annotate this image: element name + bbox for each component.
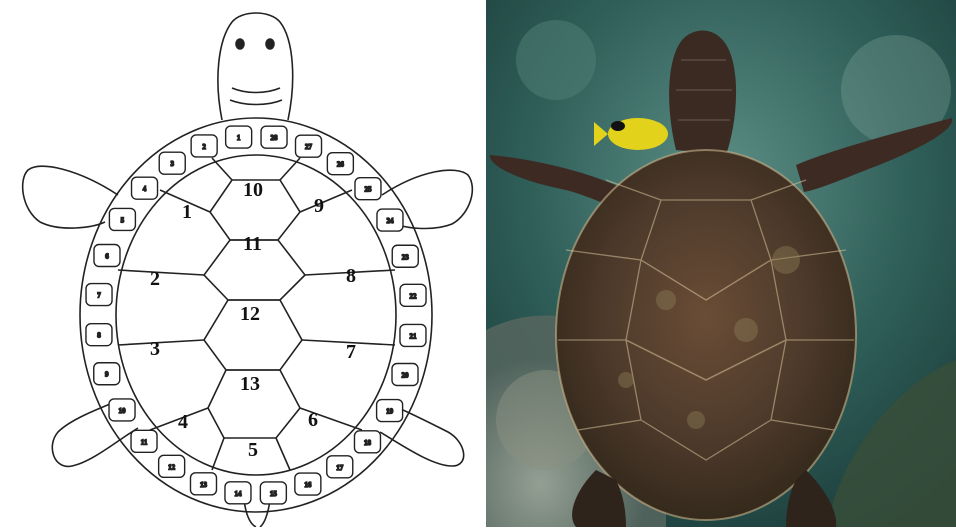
marginal-scute-label: 13 [200, 481, 208, 489]
sea-turtle-photo [486, 0, 956, 527]
marginal-scute-label: 27 [305, 143, 313, 151]
scute-label: 1 [182, 201, 192, 223]
scute-label: 7 [346, 341, 356, 363]
marginal-scute-label: 11 [141, 438, 148, 446]
scute-label: 13 [240, 373, 260, 395]
marginal-scute-label: 19 [386, 408, 394, 416]
marginal-scute: 19 [377, 400, 403, 422]
scute-label: 10 [243, 179, 263, 201]
marginal-scute-label: 26 [337, 161, 345, 169]
marginal-scute: 18 [354, 431, 380, 453]
sea-turtle-illustration [486, 0, 956, 527]
marginal-scute: 17 [327, 456, 353, 478]
marginal-scute: 26 [327, 153, 353, 175]
marginal-scute-label: 6 [105, 253, 109, 261]
marginal-scute: 27 [296, 135, 322, 157]
marginal-scute: 12 [159, 455, 185, 477]
marginal-scute-label: 17 [336, 464, 344, 472]
marginal-scute: 4 [132, 177, 158, 199]
marginal-scute-label: 14 [234, 490, 242, 498]
marginal-scute: 16 [295, 473, 321, 495]
marginal-scute: 6 [94, 245, 120, 267]
marginal-scute-label: 4 [143, 185, 147, 193]
scute-label: 6 [308, 409, 318, 431]
marginal-scute: 5 [109, 208, 135, 230]
marginal-scute: 14 [225, 482, 251, 504]
marginal-scute: 2 [191, 135, 217, 157]
marginal-scute-label: 22 [410, 292, 418, 300]
marginal-scute-label: 16 [304, 481, 312, 489]
marginal-scute: 8 [86, 324, 112, 346]
scute-label: 3 [150, 338, 160, 360]
marginal-scute-label: 25 [364, 186, 372, 194]
scute-label: 5 [248, 439, 258, 461]
marginal-scute-label: 10 [119, 407, 127, 415]
scute-label: 4 [178, 411, 188, 433]
front-left-flipper [23, 166, 118, 228]
marginal-scute-label: 8 [97, 332, 101, 340]
marginal-scute-label: 20 [402, 371, 410, 379]
marginal-scute: 28 [261, 126, 287, 148]
turtle-shell [556, 150, 856, 520]
marginal-scute: 3 [159, 152, 185, 174]
scute-label: 2 [150, 268, 160, 290]
marginal-scute-label: 15 [270, 490, 278, 498]
marginal-scute: 10 [109, 399, 135, 421]
turtle-head [669, 31, 736, 155]
scute-label: 8 [346, 265, 356, 287]
marginal-scute-label: 24 [386, 217, 394, 225]
marginal-scute-label: 3 [170, 160, 174, 168]
marginal-scute: 23 [392, 245, 418, 267]
marginal-scute-label: 1 [237, 134, 241, 142]
marginal-scute-label: 7 [97, 292, 101, 300]
marginal-scute: 7 [86, 284, 112, 306]
marginal-scute: 9 [94, 363, 120, 385]
marginal-scute: 13 [190, 473, 216, 495]
marginal-scute: 1 [226, 126, 252, 148]
marginal-scute: 15 [260, 482, 286, 504]
marginal-scute: 25 [355, 178, 381, 200]
marginal-scute-label: 2 [202, 143, 206, 151]
scute-label: 12 [240, 303, 260, 325]
marginal-scute: 11 [131, 430, 157, 452]
marginal-scute-label: 9 [105, 371, 109, 379]
marginal-scute-label: 18 [364, 439, 372, 447]
marginal-scute: 21 [400, 324, 426, 346]
marginal-scute-label: 12 [168, 463, 176, 471]
marginal-scute: 20 [392, 363, 418, 385]
marginal-scute: 22 [400, 284, 426, 306]
marginal-scute-label: 21 [409, 332, 417, 340]
marginal-scute-label: 23 [402, 253, 410, 261]
scute-label: 9 [314, 195, 324, 217]
marginal-scute-label: 5 [121, 216, 125, 224]
marginal-scute: 24 [377, 209, 403, 231]
marginal-scute-label: 28 [271, 134, 279, 142]
scute-label: 11 [243, 233, 262, 255]
